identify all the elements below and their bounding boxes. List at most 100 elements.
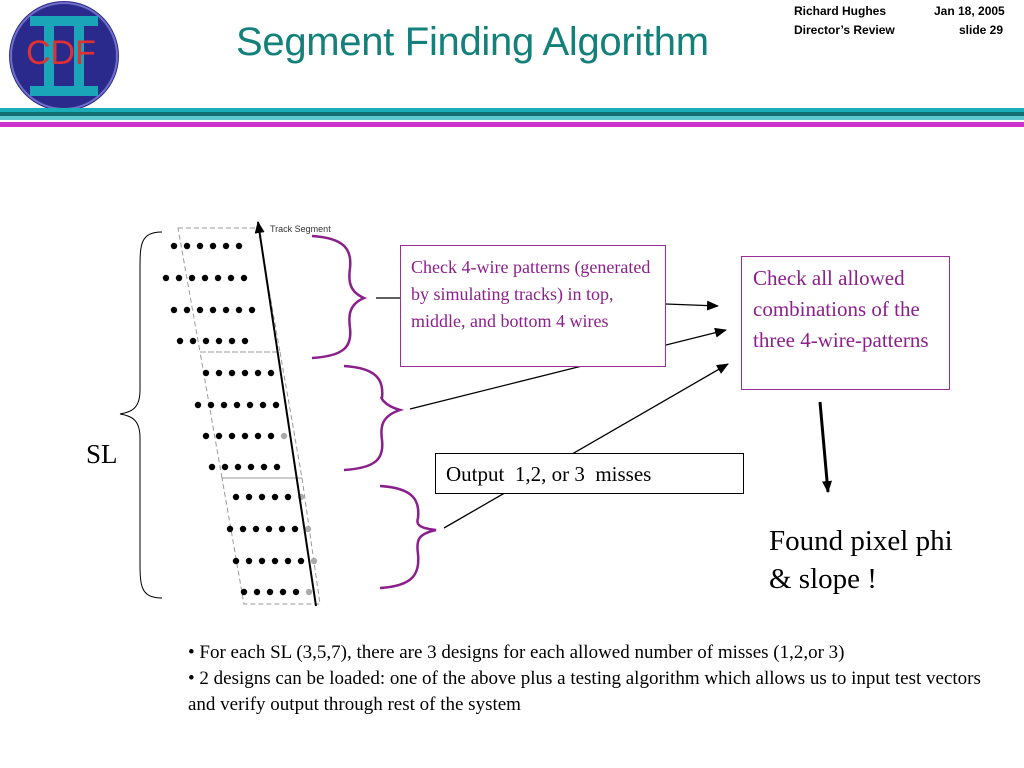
wire-dot	[248, 306, 256, 314]
wire-dots	[162, 242, 318, 596]
wire-dot	[272, 401, 280, 409]
wire-dot	[241, 337, 249, 345]
wire-dot	[208, 463, 216, 471]
wire-dot	[292, 588, 300, 596]
header-band-teal	[0, 108, 1024, 112]
header-band-light	[0, 116, 1024, 120]
author: Richard Hughes	[794, 4, 887, 18]
wire-dot	[305, 588, 313, 596]
wire-dot	[220, 401, 228, 409]
wire-dot	[271, 557, 279, 565]
bullet-item: • 2 designs can be loaded: one of the ab…	[188, 668, 981, 715]
wire-dot	[235, 306, 243, 314]
wire-dot	[310, 557, 318, 565]
wire-dot	[233, 401, 241, 409]
bullet-list: • For each SL (3,5,7), there are 3 desig…	[188, 640, 988, 718]
cdf-logo	[9, 1, 119, 111]
wire-dot	[284, 493, 292, 501]
wire-dot	[221, 463, 229, 471]
wire-dot	[227, 274, 235, 282]
wire-dot	[245, 557, 253, 565]
wire-dot	[196, 242, 204, 250]
wire-dot	[246, 401, 254, 409]
combinations-box: Check all allowed combinations of the th…	[741, 256, 950, 390]
wire-dot	[209, 242, 217, 250]
wire-dot	[271, 493, 279, 501]
wire-dot	[304, 525, 312, 533]
wire-dot	[232, 557, 240, 565]
wire-dot	[222, 306, 230, 314]
wire-dot	[267, 432, 275, 440]
wire-dot	[279, 588, 287, 596]
wire-dot	[201, 274, 209, 282]
arrow-to-result	[818, 401, 833, 493]
wire-dot	[228, 432, 236, 440]
wire-braces	[311, 234, 437, 590]
wire-dot	[228, 337, 236, 345]
wire-dot	[234, 463, 242, 471]
wire-dot	[241, 369, 249, 377]
arrow-bottom-brace	[443, 363, 729, 529]
wire-dot	[247, 463, 255, 471]
wire-dot	[207, 401, 215, 409]
date: Jan 18, 2005	[934, 4, 1005, 18]
wire-dot	[183, 306, 191, 314]
wire-dot	[189, 337, 197, 345]
wire-dot	[222, 242, 230, 250]
wire-dot	[260, 463, 268, 471]
wire-dot	[259, 401, 267, 409]
patterns-box: Check 4-wire patterns (generated by simu…	[400, 245, 666, 367]
wire-dot	[239, 525, 247, 533]
wire-dot	[228, 369, 236, 377]
wire-dot	[194, 401, 202, 409]
wire-dot	[258, 493, 266, 501]
wire-dot	[175, 274, 183, 282]
wire-dot	[240, 588, 248, 596]
wire-dot	[297, 557, 305, 565]
wire-dot	[215, 432, 223, 440]
wire-group-boundaries	[177, 227, 321, 605]
wire-dot	[254, 432, 262, 440]
wire-dot	[280, 432, 288, 440]
wire-dot	[183, 242, 191, 250]
header-band-dark	[0, 112, 1024, 116]
page-title: Segment Finding Algorithm	[236, 20, 709, 64]
event: Director’s Review	[794, 23, 895, 37]
wire-dot	[170, 306, 178, 314]
sl-brace	[119, 231, 163, 599]
wire-dot	[273, 463, 281, 471]
wire-dot	[215, 337, 223, 345]
slide-number: slide 29	[959, 23, 1004, 37]
wire-dot	[209, 306, 217, 314]
wire-dot	[278, 525, 286, 533]
wire-dot	[176, 337, 184, 345]
wire-dot	[196, 306, 204, 314]
wire-dot	[245, 493, 253, 501]
wire-dot	[258, 557, 266, 565]
sl-label: SL	[86, 439, 118, 469]
wire-dot	[254, 369, 262, 377]
wire-dot	[202, 337, 210, 345]
wire-dot	[284, 557, 292, 565]
track-segment-label: Track Segment	[270, 224, 331, 234]
wire-dot	[214, 274, 222, 282]
arrow-patterns-to-combos	[665, 300, 719, 311]
wire-dot	[170, 242, 178, 250]
wire-dot	[232, 493, 240, 501]
bullet-item: • For each SL (3,5,7), there are 3 desig…	[188, 642, 845, 663]
wire-dot	[226, 525, 234, 533]
track-segment-line	[254, 221, 317, 607]
header-band-magenta	[0, 122, 1024, 127]
wire-dot	[241, 432, 249, 440]
wire-dot	[253, 588, 261, 596]
arrow-middle-brace	[409, 327, 727, 410]
wire-dot	[162, 274, 170, 282]
output-box: Output 1,2, or 3 misses	[435, 453, 744, 494]
wire-dot	[202, 369, 210, 377]
wire-dot	[215, 369, 223, 377]
wire-dot	[291, 525, 299, 533]
wire-dot	[252, 525, 260, 533]
wire-dot	[266, 588, 274, 596]
result-line: Found pixel phi & slope !	[769, 525, 953, 595]
